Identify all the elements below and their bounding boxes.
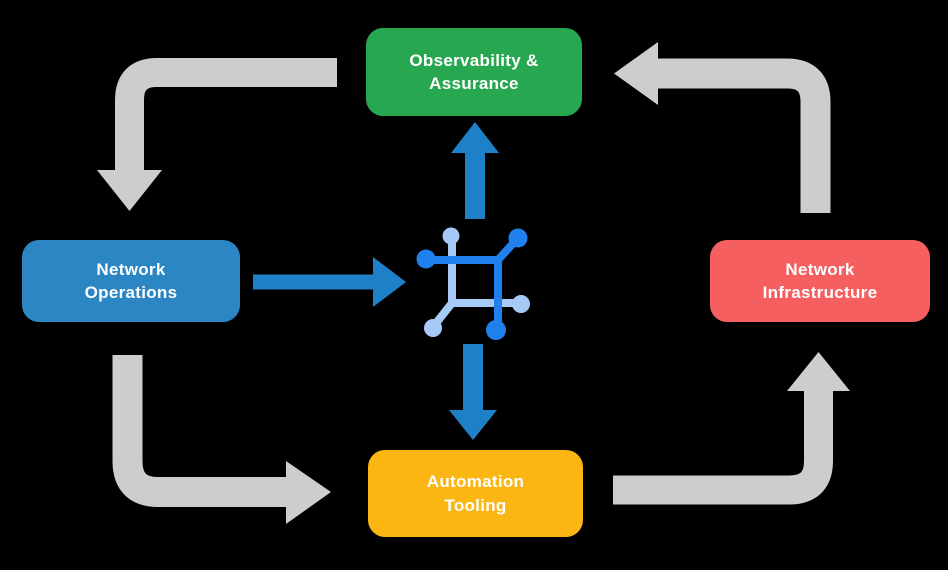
node-label-line: Tooling: [444, 495, 507, 515]
node-network-operations: Network Operations: [22, 240, 240, 322]
arrow-head: [451, 122, 499, 153]
arrow-shaft: [613, 391, 833, 505]
arrow-head: [614, 42, 658, 105]
arrow-head: [449, 410, 497, 440]
cycle-arrow-infrastructure-to-observability: [614, 42, 831, 213]
arrow-head: [97, 170, 162, 211]
cycle-arrow-observability-to-operations: [97, 58, 337, 211]
node-observability-assurance: Observability & Assurance: [366, 28, 582, 116]
flow-arrow-hub-to-observability: [451, 122, 499, 219]
node-label-line: Assurance: [429, 74, 519, 93]
node-network-infrastructure: Network Infrastructure: [710, 240, 930, 322]
cycle-arrow-operations-to-automation: [112, 355, 331, 524]
node-label-line: Infrastructure: [762, 283, 878, 302]
hub-icon-dark-nodes: [416, 228, 528, 340]
network-hub-icon: [416, 227, 530, 340]
node-label-line: Observability &: [409, 50, 539, 70]
arrow-shaft: [112, 355, 287, 507]
node-automation-tooling: Automation Tooling: [368, 450, 583, 537]
arrow-head: [286, 461, 331, 524]
flow-arrow-hub-to-automation: [449, 344, 497, 440]
arrow-head: [787, 352, 850, 391]
cycle-arrow-automation-to-infrastructure: [613, 352, 850, 505]
node-label-line: Network: [96, 259, 166, 279]
node-label-line: Automation: [426, 472, 525, 492]
node-label-line: Operations: [84, 283, 178, 302]
hub-icon-light-nodes: [424, 227, 530, 337]
arrow-shaft: [658, 58, 831, 213]
flow-arrow-operations-to-hub: [253, 257, 406, 307]
arrow-head: [373, 257, 406, 307]
arrow-shaft: [115, 58, 337, 171]
node-label-line: Network: [785, 259, 855, 279]
